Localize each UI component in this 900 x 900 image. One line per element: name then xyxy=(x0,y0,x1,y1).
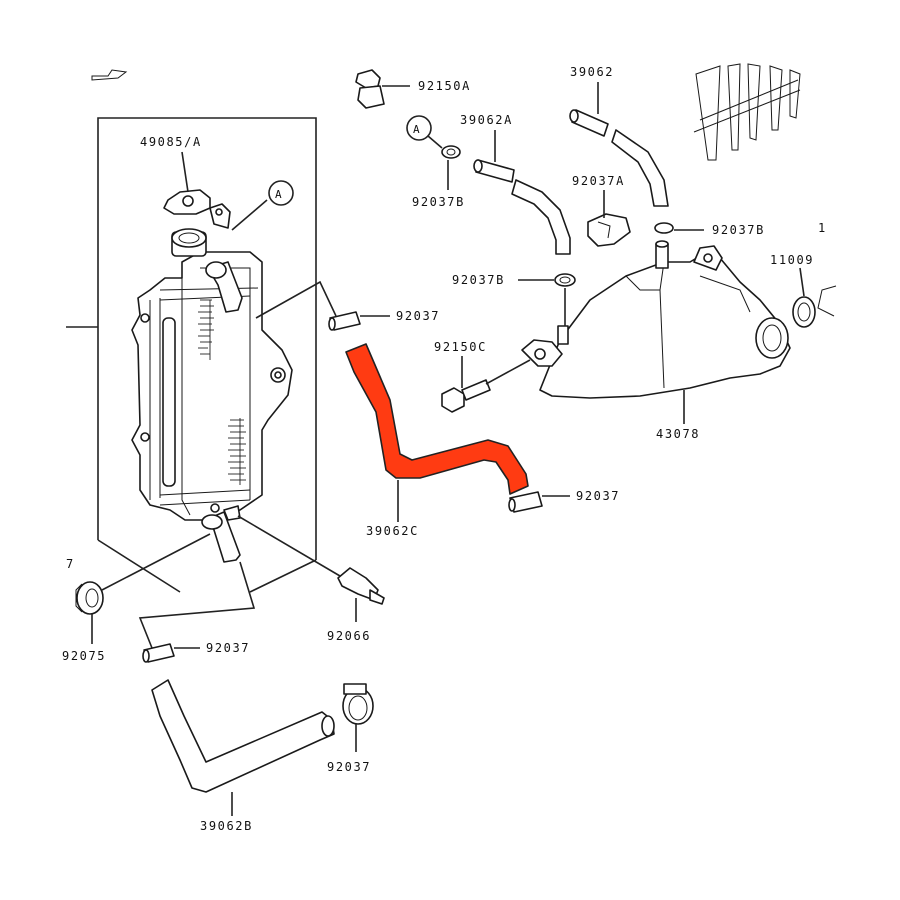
label-grommet: 92075 xyxy=(62,649,106,663)
red-hose-highlighted xyxy=(345,343,529,495)
clamp-upper-hose xyxy=(328,311,361,331)
ref-marker-a-hose: A xyxy=(406,115,432,141)
lower-hose-end xyxy=(321,715,335,737)
radiator-bracket-tab xyxy=(209,203,231,229)
label-part-partial: 1 xyxy=(818,221,827,235)
label-hose-top-right: 39062 xyxy=(570,65,614,79)
seal-11009 xyxy=(792,296,816,328)
clamp-tank-b xyxy=(554,273,576,287)
label-clamp-bottom: 92037 xyxy=(327,760,371,774)
leader-sensor-pipe xyxy=(237,515,341,577)
lower-hose xyxy=(151,679,335,793)
temp-sensor xyxy=(337,567,385,605)
hose-small-a xyxy=(473,159,515,183)
label-tank: 43078 xyxy=(656,427,700,441)
radiator-cap xyxy=(163,189,211,215)
label-clamp-upper-hose: 92037 xyxy=(396,309,440,323)
clamp-small xyxy=(441,145,461,159)
leader-grommet-pipe xyxy=(101,533,211,591)
clamp-bottom xyxy=(342,683,374,725)
radiator xyxy=(131,228,293,563)
svg-text:A: A xyxy=(413,123,421,136)
radiator-bracket-frame xyxy=(97,117,317,593)
label-lower-hose: 39062B xyxy=(200,819,253,833)
leader-cap xyxy=(181,151,189,193)
reservoir-tank xyxy=(521,240,791,399)
clamp-lower-hose xyxy=(142,643,175,663)
bolt-top xyxy=(355,69,385,109)
ref-marker-a-radiator: A xyxy=(268,180,294,206)
label-bolt-tank: 92150C xyxy=(434,340,487,354)
clamp-tank xyxy=(654,222,674,234)
hose-top-right xyxy=(569,109,669,207)
hose-overflow xyxy=(511,179,571,255)
leader-ref-a-hose xyxy=(427,135,443,149)
clip xyxy=(587,213,631,247)
label-red-hose: 39062C xyxy=(366,524,419,538)
label-bolt-top: 92150A xyxy=(418,79,471,93)
label-clamp-lower-hose: 92037 xyxy=(206,641,250,655)
shroud-fragment xyxy=(693,63,801,161)
label-clamp-tank-b: 92037B xyxy=(452,273,505,287)
leader-11009 xyxy=(799,267,805,297)
fragment-right xyxy=(817,285,837,317)
leader-ref-a-radiator xyxy=(231,199,268,231)
bolt-tank xyxy=(441,379,491,413)
leader-lower-pipe xyxy=(138,561,256,649)
clamp-lower-red xyxy=(508,491,543,513)
fragment-top-left xyxy=(91,69,128,81)
grommet xyxy=(75,581,104,615)
label-clamp-tank: 92037B xyxy=(712,223,765,237)
svg-text:A: A xyxy=(275,188,283,201)
label-hose-small: 39062A xyxy=(460,113,513,127)
label-grommet-left-partial: 7 xyxy=(66,557,75,571)
label-clamp-small: 92037B xyxy=(412,195,465,209)
label-clip: 92037A xyxy=(572,174,625,188)
leader-upper-pipe xyxy=(255,280,337,319)
label-sensor: 92066 xyxy=(327,629,371,643)
label-cap-part: 49085/A xyxy=(140,135,202,149)
label-clamp-lower-red: 92037 xyxy=(576,489,620,503)
leader-bolt-tank xyxy=(485,359,531,385)
label-11009: 11009 xyxy=(770,253,814,267)
